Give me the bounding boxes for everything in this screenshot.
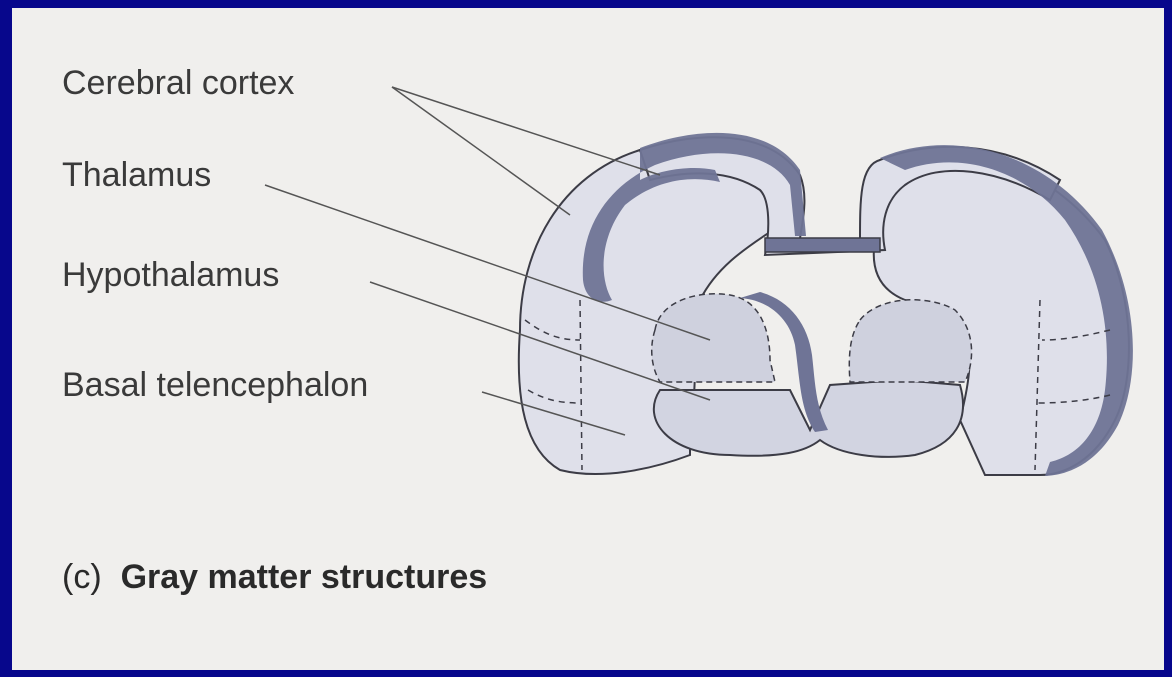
label-hypothalamus: Hypothalamus (62, 258, 279, 292)
label-basal-telencephalon: Basal telencephalon (62, 368, 368, 402)
caption-prefix: (c) (62, 558, 102, 596)
figure-caption: (c) Gray matter structures (62, 560, 487, 594)
thalamus-right (849, 300, 971, 382)
leader-cerebral-cortex-1 (392, 87, 660, 175)
leader-cerebral-cortex-2 (392, 87, 570, 215)
label-cerebral-cortex: Cerebral cortex (62, 66, 294, 100)
thalamus-left (652, 294, 775, 382)
caption-title: Gray matter structures (121, 558, 488, 596)
midline-bar (765, 238, 880, 252)
label-thalamus: Thalamus (62, 158, 211, 192)
